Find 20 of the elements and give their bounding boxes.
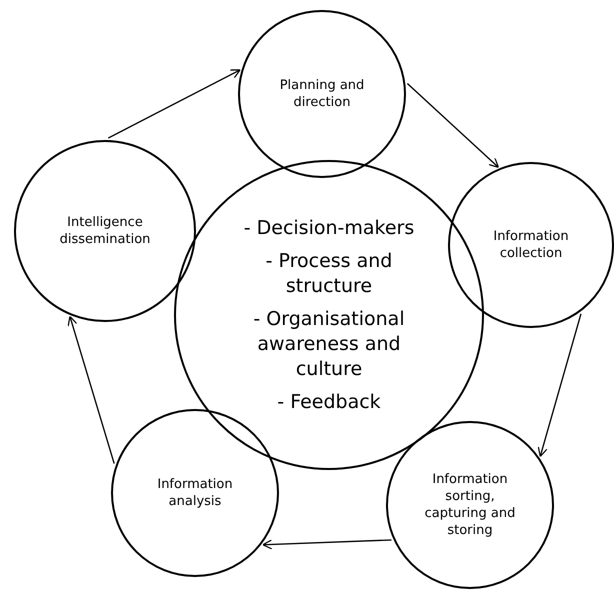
circle-node [238, 10, 406, 178]
bullet-text: - Feedback [277, 390, 381, 414]
circle-label: Information collection [492, 228, 570, 262]
bullet-text: - Process and structure [264, 248, 394, 298]
arrow [108, 69, 241, 139]
circle-node [174, 160, 484, 470]
circle-node [111, 409, 279, 577]
circle-label: Intelligence dissemination [58, 214, 152, 248]
arrow [262, 539, 392, 550]
bullet-text: - Organisational awareness and culture [252, 306, 406, 382]
circle-label: Planning and direction [278, 77, 366, 111]
circle-node [14, 140, 196, 322]
circle-label: Information sorting, capturing and storing [424, 471, 516, 539]
circle-label: Information analysis [156, 476, 234, 510]
arrow [538, 314, 582, 458]
arrow [68, 316, 115, 464]
circle-node [386, 421, 554, 589]
bullet-text: - Decision-makers [244, 216, 414, 240]
circle-node [448, 162, 614, 328]
arrow [406, 83, 500, 168]
